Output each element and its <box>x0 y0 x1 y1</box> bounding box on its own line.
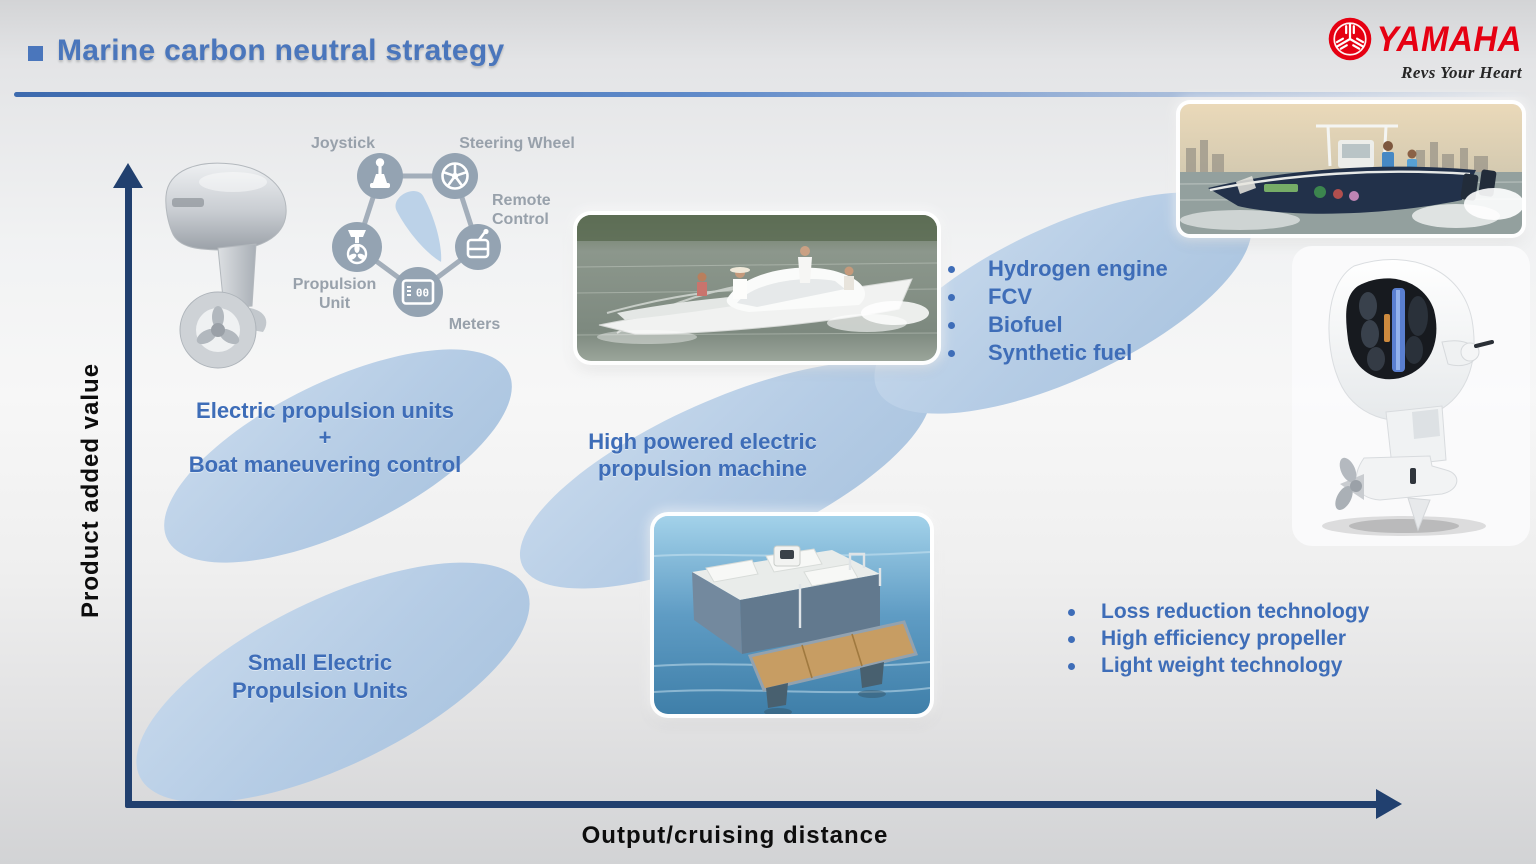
diagram-label-remote-control: Remote Control <box>492 192 551 228</box>
zone-text-high-powered: High powered electric propulsion machine <box>545 428 860 482</box>
demo-boat-photo <box>1180 104 1522 234</box>
bullet-dot <box>948 322 955 329</box>
yamaha-brand-text: YAMAHA <box>1376 18 1522 59</box>
bullet-dot <box>948 350 955 357</box>
bullet-dot <box>1068 609 1075 616</box>
diagram-label-steering-wheel: Steering Wheel <box>459 135 575 152</box>
zone-small-line2: Propulsion Units <box>232 678 408 703</box>
fuel-item-fcv: FCV <box>988 284 1032 309</box>
eff-item-light-weight: Light weight technology <box>1101 654 1343 677</box>
eff-item-loss-reduction: Loss reduction technology <box>1101 600 1370 623</box>
fuel-item-biofuel: Biofuel <box>988 312 1063 337</box>
carbon-neutral-fuel-list: Hydrogen engine FCV Biofuel Synthetic fu… <box>948 257 1248 369</box>
efficiency-technology-list: Loss reduction technology High efficienc… <box>1068 601 1438 682</box>
zone-text-electric-propulsion: Electric propulsion units + Boat maneuve… <box>160 397 490 478</box>
list-item: Synthetic fuel <box>948 341 1248 364</box>
list-item: FCV <box>948 285 1248 308</box>
fuel-item-synthetic-fuel: Synthetic fuel <box>988 340 1133 365</box>
bullet-dot <box>1068 663 1075 670</box>
electric-propulsion-unit-image <box>165 162 287 369</box>
pontoon-boat-photo <box>654 516 930 714</box>
diagram-label-meters: Meters <box>448 316 501 333</box>
yamaha-tuning-fork-icon <box>1328 17 1371 61</box>
header: Marine carbon neutral strategy <box>28 34 504 68</box>
yamaha-tagline: Revs Your Heart <box>1401 63 1522 82</box>
boat-silhouette <box>395 191 442 262</box>
fuel-item-hydrogen-engine: Hydrogen engine <box>988 256 1168 281</box>
diagram-label-joystick: Joystick <box>310 135 376 152</box>
y-axis-arrow <box>113 163 143 188</box>
zone-small-line1: Small Electric <box>247 650 393 675</box>
x-axis-line <box>125 801 1381 808</box>
bullet-dot <box>948 294 955 301</box>
y-axis-label: Product added value <box>77 362 104 618</box>
meters-display: 00 <box>416 287 429 300</box>
zone-text-small-electric: Small Electric Propulsion Units <box>170 649 470 705</box>
list-item: Light weight technology <box>1068 655 1438 677</box>
zone-electric-plus: + <box>318 425 332 450</box>
diagram-label-propulsion-unit: Propulsion Unit <box>292 276 377 312</box>
remote-control-icon <box>455 224 501 270</box>
hydrofoil-boat-photo <box>577 215 937 361</box>
title-bullet-square <box>28 45 43 61</box>
zone-high-line1: High powered electric <box>588 429 817 454</box>
joystick-icon <box>357 153 403 199</box>
zone-high-line2: propulsion machine <box>597 456 808 481</box>
x-axis-arrow <box>1376 789 1402 819</box>
propulsion-unit-icon <box>332 222 382 272</box>
list-item: Loss reduction technology <box>1068 601 1438 623</box>
page-title: Marine carbon neutral strategy <box>57 34 505 67</box>
yamaha-logo: YAMAHA Revs Your Heart <box>1312 16 1522 83</box>
list-item: Hydrogen engine <box>948 257 1248 280</box>
list-item: High efficiency propeller <box>1068 628 1438 650</box>
y-axis-line <box>125 182 132 807</box>
zone-electric-line2: Boat maneuvering control <box>188 452 462 477</box>
meters-icon: 00 <box>393 267 443 317</box>
eff-item-high-efficiency-propeller: High efficiency propeller <box>1101 627 1347 650</box>
outboard-motor-image <box>1292 246 1530 546</box>
list-item: Biofuel <box>948 313 1248 336</box>
steering-wheel-icon <box>432 153 478 199</box>
bullet-dot <box>1068 636 1075 643</box>
zone-electric-line1: Electric propulsion units <box>196 398 454 423</box>
x-axis-label: Output/cruising distance <box>581 822 889 849</box>
boat-maneuvering-diagram: 00 <box>332 153 501 317</box>
bullet-dot <box>948 266 955 273</box>
header-divider <box>14 92 1530 97</box>
